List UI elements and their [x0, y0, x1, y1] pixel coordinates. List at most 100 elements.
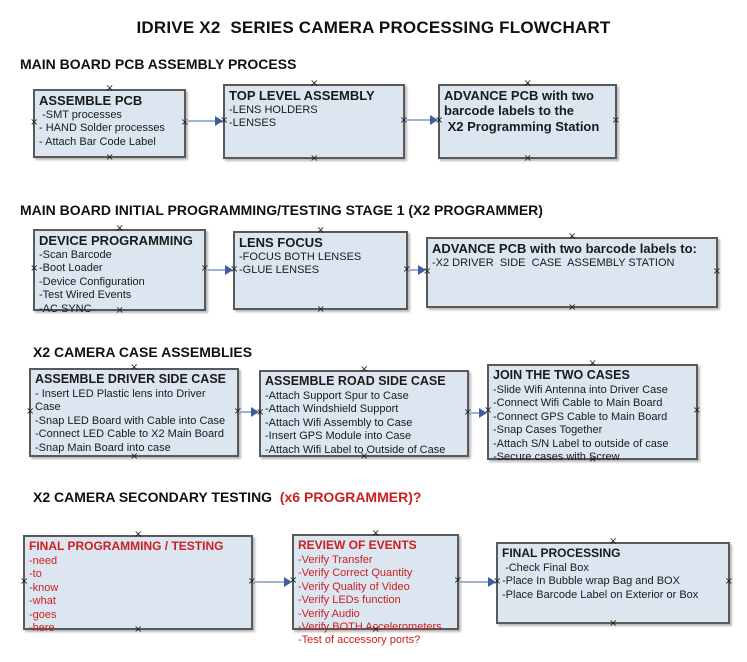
page-title: IDRIVE X2 SERIES CAMERA PROCESSING FLOWC…: [136, 18, 611, 37]
flow-node-final-programming-testing: FINAL PROGRAMMING / TESTING -need -to -k…: [20, 530, 256, 635]
node-line: -AC SYNC: [39, 302, 92, 315]
flow-arrow: [408, 265, 426, 275]
connection-handle-icon: ×: [609, 618, 618, 629]
node-line: -Verify Quality of Video: [298, 580, 410, 593]
section-header-secondary-testing: X2 CAMERA SECONDARY TESTING (x6 PROGRAMM…: [33, 489, 421, 505]
node-title: ADVANCE PCB with two barcode labels to:: [432, 241, 697, 256]
node-line: -Slide Wifi Antenna into Driver Case: [493, 384, 668, 396]
node-line: -Connect Wifi Cable to Main Board: [493, 397, 663, 410]
connection-handle-icon: ×: [316, 304, 325, 315]
flow-node-advance-to-programming-station: ADVANCE PCB with two barcode labels to t…: [435, 79, 620, 164]
section-header-text: MAIN BOARD PCB ASSEMBLY PROCESS: [20, 56, 297, 72]
node-title: ASSEMBLE PCB: [39, 93, 143, 108]
section-header-text: X2 CAMERA SECONDARY TESTING: [33, 489, 280, 505]
node-line: -Attach Wifi Assembly to Case: [265, 416, 413, 429]
node-line: -Attach S/N Label to outside of case: [493, 437, 669, 450]
flow-node-lens-focus: LENS FOCUS -FOCUS BOTH LENSES -GLUE LENS…: [230, 226, 411, 315]
arrow-line: [239, 411, 254, 413]
node-line: -need: [29, 555, 58, 567]
node-line: -Verify BOTH Accelerometers: [298, 621, 442, 634]
node-line: -Place Barcode Label on Exterior or Box: [502, 588, 699, 601]
flow-node-device-programming: DEVICE PROGRAMMING -Scan Barcode -Boot L…: [30, 224, 209, 316]
node-line: -Verify Transfer: [298, 554, 373, 566]
section-header-pcb-assembly: MAIN BOARD PCB ASSEMBLY PROCESS: [20, 56, 296, 72]
node-line: -LENSES: [229, 117, 277, 130]
flow-arrow: [239, 407, 259, 417]
section-header-text: X2 CAMERA CASE ASSEMBLIES: [33, 344, 253, 360]
node-line: -Test Wired Events: [39, 289, 132, 302]
flow-node-review-of-events: REVIEW OF EVENTS -Verify Transfer -Verif…: [289, 529, 462, 647]
node-line: -Check Final Box: [502, 562, 589, 574]
flow-node-join-the-two-cases: JOIN THE TWO CASES -Slide Wifi Antenna i…: [484, 359, 701, 465]
node-title: ASSEMBLE DRIVER SIDE CASE: [35, 372, 227, 386]
arrow-head-icon: [418, 265, 426, 275]
node-title: DEVICE PROGRAMMING: [39, 233, 193, 248]
node-line: - HAND Solder processes: [39, 122, 165, 135]
node-line: -X2 DRIVER SIDE CASE ASSEMBLY STATION: [432, 257, 675, 269]
flow-arrow: [186, 116, 223, 126]
node-line: X2 Programming Station: [444, 119, 600, 134]
node-line: -Secure cases with Screw: [493, 451, 620, 464]
connection-handle-icon: ×: [712, 265, 721, 277]
node-title: JOIN THE TWO CASES: [493, 368, 630, 382]
node-line: -to: [29, 568, 42, 581]
node-line: -Attach Support Spur to Case: [265, 390, 409, 402]
node-line: -Attach Wifi Label to Outside of Case: [265, 443, 446, 456]
flow-arrow: [469, 408, 487, 418]
arrow-head-icon: [225, 265, 233, 275]
node-line: -Snap Cases Together: [493, 424, 603, 437]
flow-arrow: [405, 115, 438, 125]
node-line: -goes: [29, 608, 57, 621]
arrow-line: [459, 581, 491, 583]
connection-handle-icon: ×: [611, 114, 620, 126]
node-line: -Attach Windshield Support: [265, 403, 399, 416]
flow-node-assemble-driver-side-case: ASSEMBLE DRIVER SIDE CASE - Insert LED P…: [26, 363, 242, 462]
node-title: FINAL PROCESSING: [502, 546, 621, 560]
connection-handle-icon: ×: [20, 575, 29, 587]
arrow-head-icon: [284, 577, 292, 587]
arrow-line: [206, 269, 228, 271]
node-line: -Device Configuration: [39, 275, 145, 288]
node-line: - Attach Bar Code Label: [39, 135, 156, 148]
node-line: - Insert LED Plastic lens into Driver Ca…: [35, 388, 209, 414]
node-line: -here: [29, 622, 55, 635]
node-line: -Test of accessory ports?: [298, 634, 421, 647]
flow-arrow: [206, 265, 233, 275]
connection-handle-icon: ×: [724, 576, 733, 587]
node-line: -Snap Main Board into case: [35, 441, 171, 454]
node-line: -what: [29, 595, 56, 608]
node-line: -Place In Bubble wrap Bag and BOX: [502, 575, 680, 588]
arrow-head-icon: [430, 115, 438, 125]
node-line: -know: [29, 581, 59, 594]
section-header-red-text: (x6 PROGRAMMER)?: [279, 489, 422, 505]
arrow-line: [253, 581, 287, 583]
node-line: -Connect GPS Cable to Main Board: [493, 410, 668, 423]
node-line: -FOCUS BOTH LENSES: [239, 251, 362, 263]
node-title: REVIEW OF EVENTS: [298, 538, 417, 552]
connection-handle-icon: ×: [310, 153, 319, 164]
arrow-line: [405, 119, 433, 121]
connection-handle-icon: ×: [523, 153, 532, 164]
flow-node-assemble-road-side-case: ASSEMBLE ROAD SIDE CASE -Attach Support …: [256, 365, 472, 462]
connection-handle-icon: ×: [568, 302, 577, 313]
arrow-line: [408, 269, 421, 271]
flow-node-final-processing: FINAL PROCESSING -Check Final Box -Place…: [493, 537, 733, 629]
arrow-line: [186, 120, 218, 122]
node-line: -Scan Barcode: [39, 249, 112, 261]
arrow-line: [469, 412, 482, 414]
node-line: -GLUE LENSES: [239, 264, 320, 277]
flow-arrow: [459, 577, 496, 587]
node-title: ASSEMBLE ROAD SIDE CASE: [265, 374, 446, 388]
connection-handle-icon: ×: [30, 263, 39, 274]
node-title: FINAL PROGRAMMING / TESTING: [29, 539, 224, 553]
arrow-head-icon: [488, 577, 496, 587]
flow-node-top-level-assembly: TOP LEVEL ASSEMBLY -LENS HOLDERS -LENSES…: [220, 79, 408, 164]
section-header-case-assemblies: X2 CAMERA CASE ASSEMBLIES: [33, 344, 252, 360]
arrow-head-icon: [479, 408, 487, 418]
node-title: LENS FOCUS: [239, 235, 323, 250]
connection-handle-icon: ×: [26, 405, 35, 417]
flow-node-advance-to-case-assembly: ADVANCE PCB with two barcode labels to: …: [423, 232, 721, 313]
node-line: -Boot Loader: [39, 262, 103, 275]
connection-handle-icon: ×: [105, 152, 114, 163]
